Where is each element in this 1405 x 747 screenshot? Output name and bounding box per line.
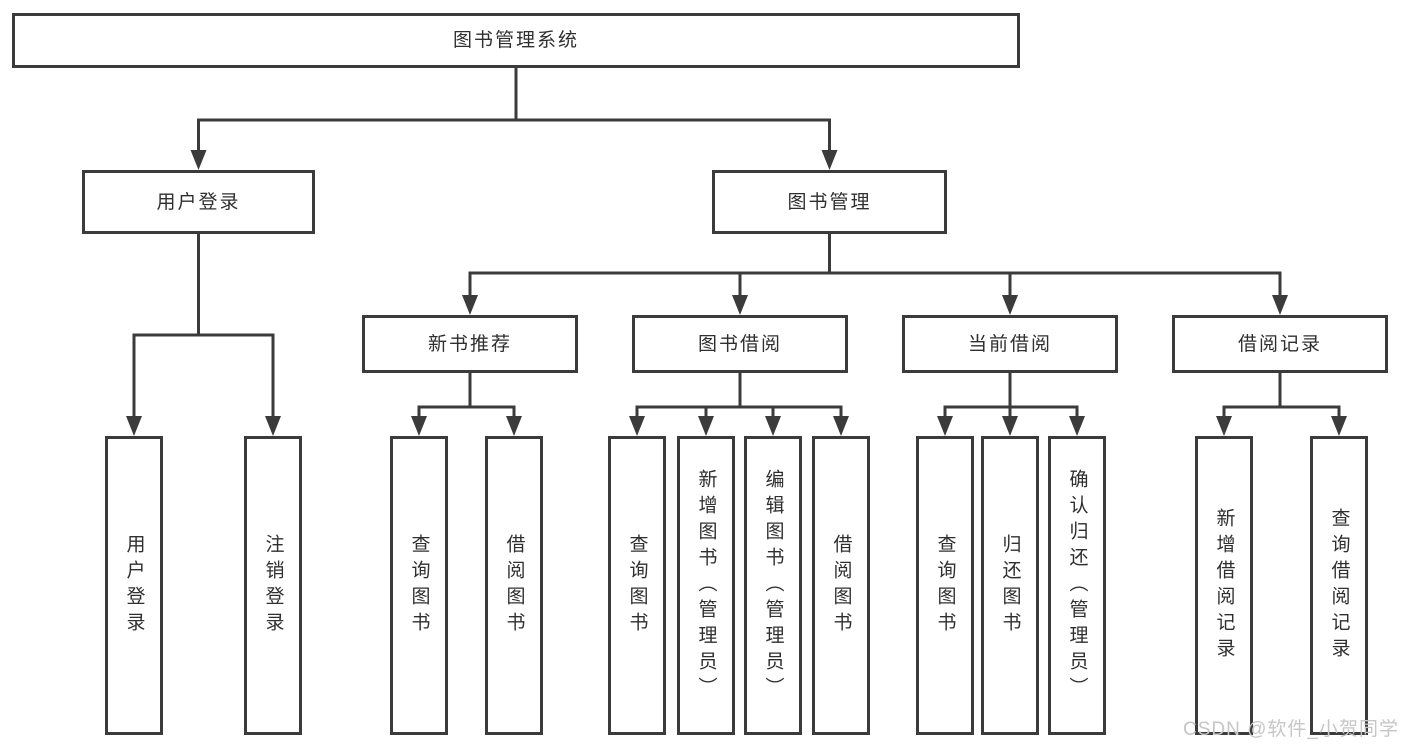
arrowhead [126,416,142,436]
leaf-bb-add-books-admin: 新增图书（管理员） [677,436,735,735]
arrowhead [937,416,953,436]
node-book-borrow: 图书借阅 [632,315,848,373]
arrowhead [1331,416,1347,436]
leaf-bb-borrow-books: 借阅图书 [812,436,870,735]
arrowhead [190,150,207,170]
node-current-borrow: 当前借阅 [902,315,1118,373]
leaf-bb-query-books: 查询图书 [608,436,666,735]
node-book-management: 图书管理 [712,170,947,234]
arrowhead [1069,416,1085,436]
leaf-logout: 注销登录 [244,436,302,735]
leaf-cb-query-books: 查询图书 [916,436,974,735]
leaf-nb-query-books: 查询图书 [390,436,448,735]
arrowhead [698,416,714,436]
leaf-nb-borrow-books: 借阅图书 [485,436,543,735]
arrowhead [411,416,427,436]
arrowhead [765,416,781,436]
csdn-watermark: CSDN @软件_小贺同学 [1183,719,1399,740]
arrowhead [265,416,281,436]
leaf-cb-return-books: 归还图书 [981,436,1039,735]
leaf-br-add-record: 新增借阅记录 [1195,436,1253,735]
leaf-user-login: 用户登录 [105,436,163,735]
node-library-management-system: 图书管理系统 [12,13,1020,68]
arrowhead [506,416,522,436]
arrowhead [1002,295,1018,315]
arrowhead [821,150,838,170]
leaf-bb-edit-books-admin: 编辑图书（管理员） [744,436,802,735]
arrowhead [1272,295,1288,315]
node-user-login: 用户登录 [82,170,315,234]
node-borrow-records: 借阅记录 [1172,315,1388,373]
node-new-book-recommend: 新书推荐 [362,315,578,373]
arrowhead [462,295,478,315]
leaf-br-query-record: 查询借阅记录 [1310,436,1368,735]
arrowhead [833,416,849,436]
arrowhead [1002,416,1018,436]
arrowhead [1216,416,1232,436]
arrowhead [732,295,748,315]
leaf-cb-confirm-return-admin: 确认归还（管理员） [1048,436,1106,735]
arrowhead [629,416,645,436]
